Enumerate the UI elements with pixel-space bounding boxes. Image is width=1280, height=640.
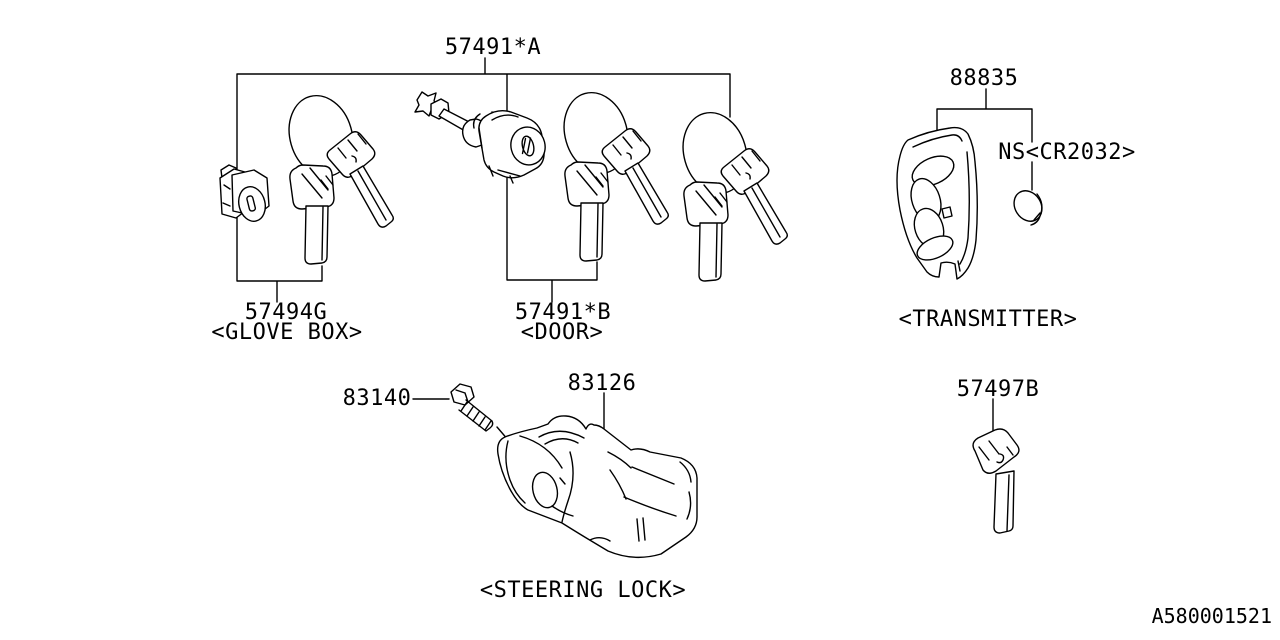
glove-box-lock-art	[219, 164, 270, 222]
part-number-transmitter: 88835	[949, 66, 1019, 91]
battery-spec-label: NS<CR2032>	[998, 140, 1136, 165]
bracket-transmitter	[936, 88, 1033, 191]
caption-door: <DOOR>	[520, 320, 604, 345]
key-set-art-1	[279, 87, 394, 265]
key-blank-art	[972, 428, 1020, 534]
transmitter-art	[896, 126, 978, 280]
key-set-art-2	[554, 84, 669, 262]
part-number-screw: 83140	[342, 386, 412, 411]
caption-steering-lock: <STEERING LOCK>	[479, 578, 687, 603]
part-number-steering-lock: 83126	[567, 371, 637, 396]
part-number-glove-box: 57494G	[244, 300, 328, 325]
caption-transmitter: <TRANSMITTER>	[898, 307, 1078, 332]
part-number-key-blank: 57497B	[956, 377, 1040, 402]
key-set-art-3	[673, 104, 788, 282]
part-number-key-kit: 57491*A	[444, 35, 542, 60]
leader-screw	[412, 398, 510, 442]
door-lock-art	[414, 91, 546, 184]
drawing-id: A580001521	[1151, 604, 1272, 628]
screw-art	[450, 383, 494, 432]
caption-glove-box: <GLOVE BOX>	[211, 320, 363, 345]
battery-art	[1013, 190, 1043, 226]
steering-lock-art	[496, 415, 698, 559]
part-number-door: 57491*B	[514, 300, 612, 325]
